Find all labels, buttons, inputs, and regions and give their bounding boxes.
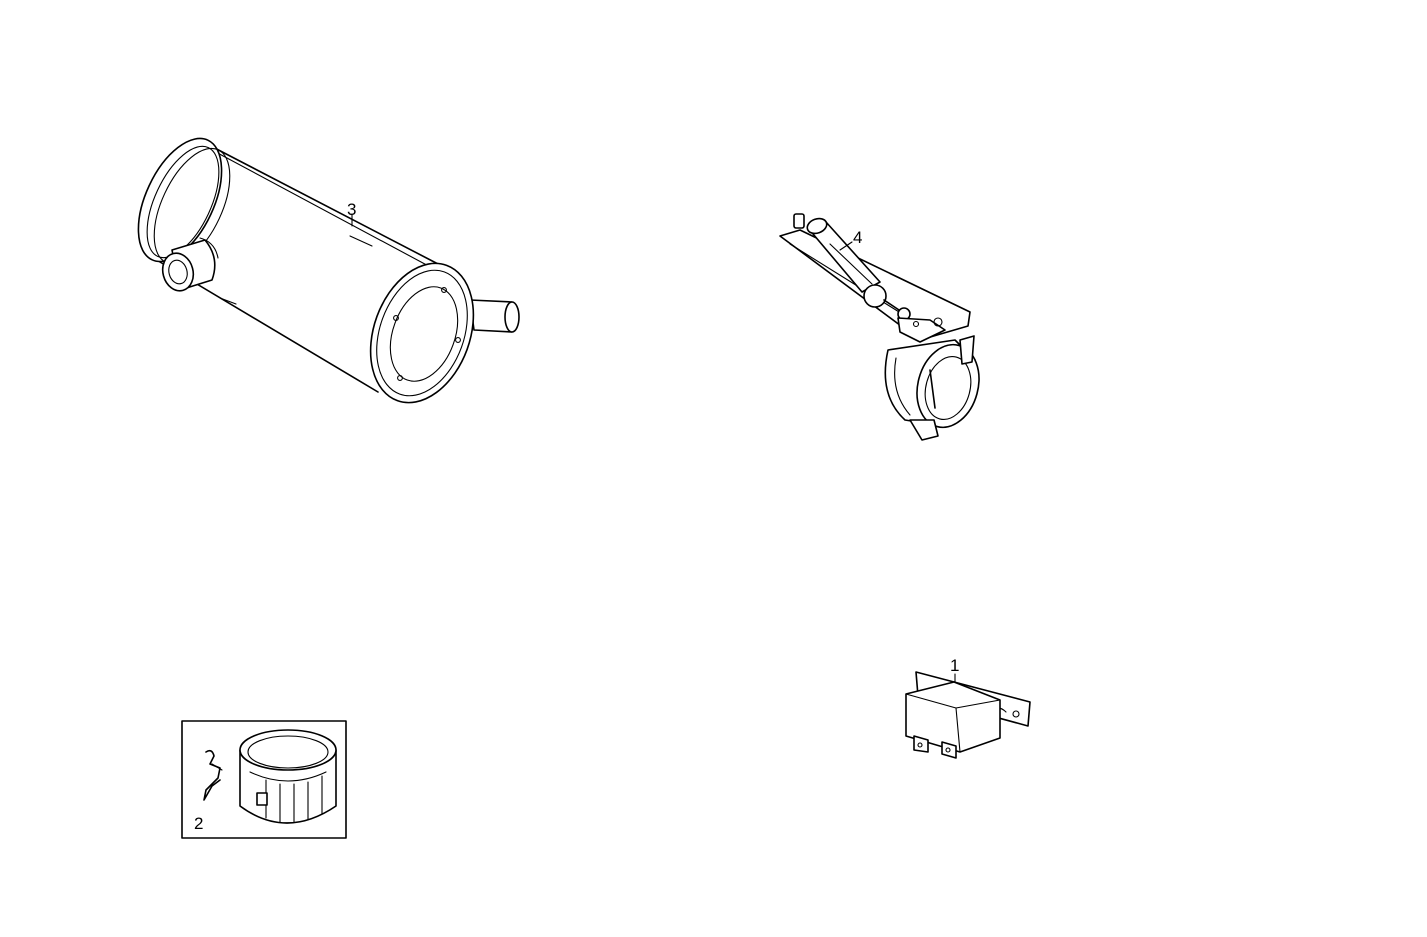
part-2-frame bbox=[181, 720, 347, 839]
muffler-part-3 bbox=[137, 137, 520, 404]
relay-part-1 bbox=[905, 671, 1031, 759]
callout-4: 4 bbox=[853, 228, 862, 247]
callout-2: 2 bbox=[194, 814, 203, 833]
callout-3: 3 bbox=[347, 200, 356, 219]
exhaust-brake-valve-part-4 bbox=[779, 213, 980, 441]
callout-1: 1 bbox=[950, 656, 959, 675]
cap-ring-part-2 bbox=[181, 720, 347, 839]
